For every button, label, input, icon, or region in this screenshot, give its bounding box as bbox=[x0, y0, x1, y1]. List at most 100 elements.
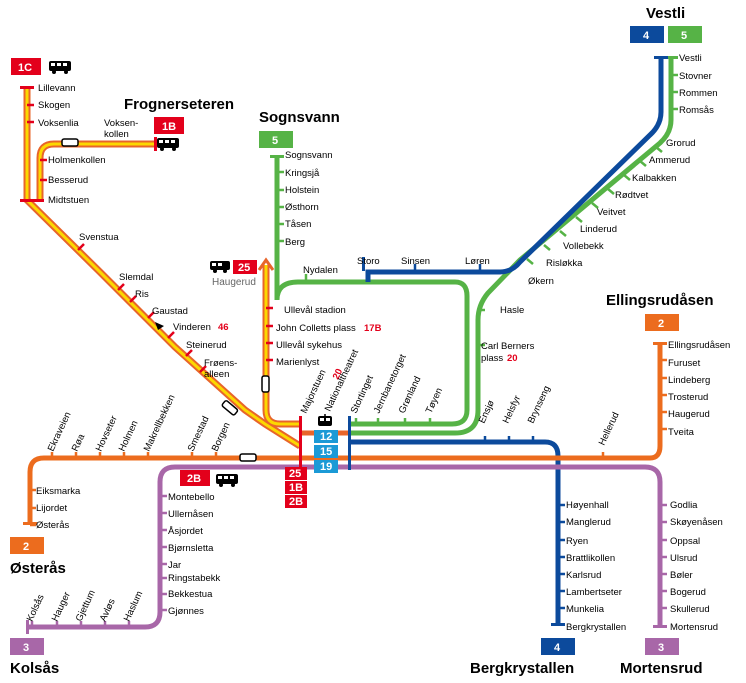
station-label: Besserud bbox=[48, 175, 88, 186]
station-label: Rommen bbox=[679, 88, 718, 99]
station-label: Svenstua bbox=[79, 232, 119, 243]
line-1-midtstuen-cap bbox=[20, 199, 44, 202]
line-4-track bbox=[365, 58, 664, 282]
station-label: Bogerud bbox=[670, 587, 706, 598]
station-label: Sognsvann bbox=[285, 150, 333, 161]
station-label: Manglerud bbox=[566, 517, 611, 528]
station-label: Tøyen bbox=[424, 386, 445, 415]
terminal-frognerseteren: Frognerseteren bbox=[124, 96, 234, 113]
station-label: Haslum bbox=[122, 589, 146, 623]
train-icon bbox=[239, 453, 257, 462]
station-tick bbox=[117, 283, 125, 291]
line-1b-branch-inner bbox=[38, 142, 155, 200]
station-label: Borgen bbox=[210, 421, 233, 453]
badge-tram-15 bbox=[314, 445, 338, 458]
station-label: Hasle bbox=[500, 305, 524, 316]
badge-25-label: 25 bbox=[238, 262, 250, 274]
badge-stack-25-label: 25 bbox=[289, 468, 301, 480]
line-2-ellingsrud-track bbox=[27, 344, 663, 522]
badge-tram-19-label: 19 bbox=[320, 461, 332, 473]
station-tick bbox=[655, 146, 663, 153]
station-label: John Colletts plass bbox=[276, 323, 356, 334]
station-label: Ullernåsen bbox=[168, 509, 213, 520]
station-label: Munkelia bbox=[566, 604, 605, 615]
line-5-sognsvann bbox=[270, 155, 470, 427]
arrow-icon bbox=[155, 322, 164, 330]
terminal-osteras: Østerås bbox=[10, 560, 66, 577]
badge-stack-2b bbox=[285, 495, 307, 508]
station-tick bbox=[591, 202, 599, 209]
badge-1b bbox=[154, 117, 184, 134]
terminal-sognsvann: Sognsvann bbox=[259, 109, 340, 126]
station-label: Vestli bbox=[679, 53, 702, 64]
badge-stack-1b-label: 1B bbox=[289, 482, 303, 494]
station-label: Bøler bbox=[670, 570, 693, 581]
station-labels: Lillevann Skogen Voksenlia Voksen- kolle… bbox=[25, 53, 731, 633]
station-label: Holmen bbox=[117, 419, 141, 453]
badge-stack-1b bbox=[285, 481, 307, 494]
station-label: Marienlyst bbox=[276, 357, 320, 368]
tram-icon bbox=[318, 414, 332, 426]
station-number: 17B bbox=[364, 323, 382, 334]
terminal-vestli: Vestli bbox=[646, 5, 685, 22]
terminal-mortensrud: Mortensrud bbox=[620, 660, 703, 677]
badge-tram-19 bbox=[314, 460, 338, 473]
arrow-icon bbox=[257, 257, 275, 271]
station-label: Rødtvet bbox=[615, 190, 649, 201]
station-label: Haugerud bbox=[668, 409, 710, 420]
station-tick bbox=[185, 349, 193, 357]
station-label: Holstein bbox=[285, 185, 319, 196]
badge-2-ell-label: 2 bbox=[658, 318, 664, 330]
line-1c-terminal-cap bbox=[20, 86, 34, 89]
station-label: Tåsen bbox=[285, 219, 311, 230]
station-label: Slemdal bbox=[119, 272, 153, 283]
station-label: Østerås bbox=[36, 520, 70, 531]
train-icon bbox=[221, 400, 239, 416]
station-label: Bekkestua bbox=[168, 589, 213, 600]
station-label: Gaustad bbox=[152, 306, 188, 317]
station-label: Skullerud bbox=[670, 604, 710, 615]
bus-icon bbox=[210, 261, 230, 273]
station-label: Karlsrud bbox=[566, 570, 601, 581]
station-label: Hovseter bbox=[94, 414, 120, 453]
station-label: Vinderen bbox=[173, 322, 211, 333]
station-label: Steinerud bbox=[186, 340, 227, 351]
station-label: Ulsrud bbox=[670, 553, 697, 564]
station-label: Ellingsrudåsen bbox=[668, 340, 730, 351]
station-label: Åsjordet bbox=[168, 526, 203, 537]
station-label: Midtstuen bbox=[48, 195, 89, 206]
badge-2b-kolsas bbox=[180, 470, 210, 486]
station-label: Tveita bbox=[668, 427, 695, 438]
line-5-vestli bbox=[350, 56, 678, 436]
line-1b-terminal-cap bbox=[154, 137, 157, 151]
station-label: Carl Berners bbox=[481, 341, 535, 352]
station-label: Grorud bbox=[666, 138, 696, 149]
station-tick bbox=[623, 174, 631, 181]
station-tick bbox=[167, 331, 175, 339]
station-label: Brynseng bbox=[526, 384, 553, 425]
badge-2b-label: 2B bbox=[187, 473, 201, 485]
station-label: Lijordet bbox=[36, 503, 68, 514]
station-label: Holmenkollen bbox=[48, 155, 106, 166]
station-label: Ryen bbox=[566, 536, 588, 547]
badge-5-sogn-label: 5 bbox=[272, 135, 278, 147]
bus-icon bbox=[157, 138, 179, 151]
station-label: Ullevål sykehus bbox=[276, 340, 342, 351]
station-label: Storo bbox=[357, 256, 380, 267]
station-label: Kolsås bbox=[25, 593, 47, 624]
station-label: Avløs bbox=[98, 597, 118, 623]
station-label: Østhorn bbox=[285, 202, 319, 213]
station-label: Gjønnes bbox=[168, 606, 204, 617]
badge-4-vestli bbox=[630, 26, 664, 43]
station-label: Furuset bbox=[668, 358, 701, 369]
badge-5-vestli bbox=[668, 26, 702, 43]
station-label: Veitvet bbox=[597, 207, 626, 218]
badge-25-haugerud bbox=[233, 260, 257, 274]
bus-icon bbox=[49, 61, 71, 74]
station-label: Hauger bbox=[50, 590, 73, 623]
line-5-east-track bbox=[350, 58, 674, 436]
station-label: Stovner bbox=[679, 71, 712, 82]
badge-tram-12-label: 12 bbox=[320, 431, 332, 443]
station-label: Lillevann bbox=[38, 83, 76, 94]
station-label: Kalbakken bbox=[632, 173, 676, 184]
